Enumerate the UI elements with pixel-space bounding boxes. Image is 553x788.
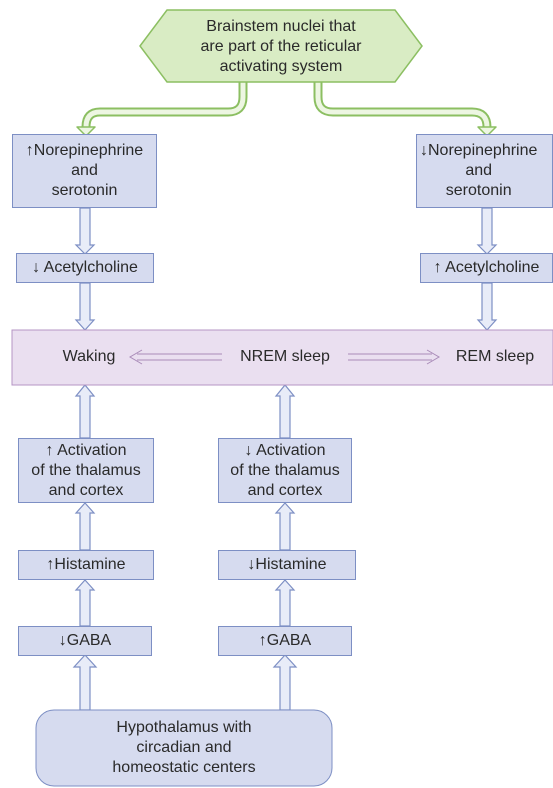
hypothalamus-label: Hypothalamus with circadian and homeosta… (112, 719, 256, 776)
up-arrows (72, 384, 298, 711)
right-norepinephrine-serotonin-box: ↓Norepinephrine and serotonin (416, 134, 553, 208)
down-arrows (74, 207, 498, 331)
band-arrows (129, 349, 440, 365)
hypothalamus-shape (35, 709, 333, 787)
top-node-label: Brainstem nuclei that are part of the re… (200, 18, 362, 75)
nrem-gaba-box: ↑GABA (218, 626, 352, 656)
waking-histamine-box: ↑Histamine (18, 550, 154, 580)
left-norepinephrine-serotonin-box: ↑Norepinephrine and serotonin (12, 134, 157, 208)
waking-activation-box: ↑ Activation of the thalamus and cortex (18, 438, 154, 503)
state-waking: Waking (62, 348, 116, 365)
top-branch-arrows (76, 80, 497, 137)
nrem-activation-box: ↓ Activation of the thalamus and cortex (218, 438, 352, 503)
nrem-histamine-box: ↓Histamine (218, 550, 356, 580)
right-acetylcholine-box: ↑ Acetylcholine (420, 253, 553, 283)
top-node-shape (139, 9, 423, 83)
waking-gaba-box: ↓GABA (18, 626, 152, 656)
left-acetylcholine-box: ↓ Acetylcholine (16, 253, 154, 283)
states-band-shape (11, 329, 553, 386)
state-rem-sleep: REM sleep (455, 348, 535, 365)
state-nrem-sleep: NREM sleep (240, 348, 330, 365)
